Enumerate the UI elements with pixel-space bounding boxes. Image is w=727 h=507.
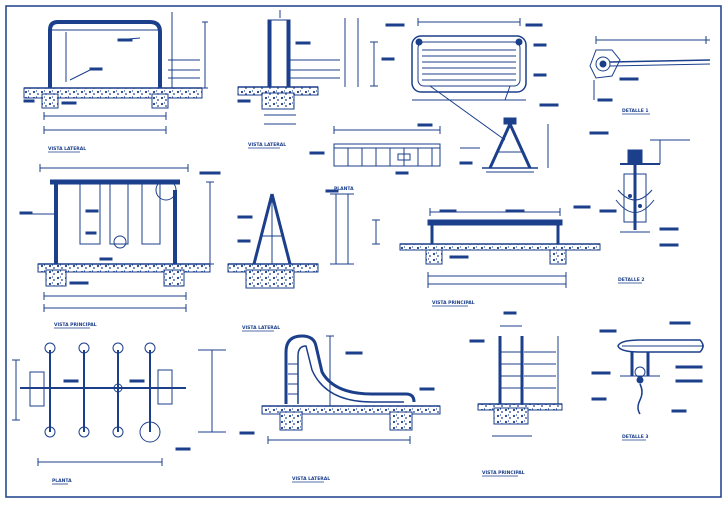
detail-3-view (591, 321, 704, 415)
detail-3-label: DETALLE 3 (622, 434, 649, 440)
detail-2-view (573, 131, 690, 247)
detail-1-view (589, 36, 711, 102)
a-frame-lateral-label: VISTA LATERAL (242, 325, 280, 331)
swing-set-front-view (19, 164, 221, 312)
swing-front-label: VISTA PRINCIPAL (54, 322, 97, 328)
swing-plan-view (12, 342, 226, 466)
frame-lateral-label: VISTA LATERAL (248, 142, 286, 148)
swing-lateral-label: VISTA LATERAL (48, 146, 86, 152)
slide-lateral-label: VISTA LATERAL (292, 476, 330, 482)
plan-bottom-label: PLANTA (52, 478, 72, 484)
beam-front-label: VISTA PRINCIPAL (432, 300, 475, 306)
plan-mid-label: PLANTA (334, 186, 354, 192)
frame-lateral-view (237, 10, 359, 125)
detail-2-label: DETALLE 2 (618, 277, 645, 283)
slide-lateral-view (239, 334, 441, 444)
sheet-border (5, 5, 722, 498)
detail-1-label: DETALLE 1 (622, 108, 649, 114)
fence-panel-view (309, 123, 441, 175)
bench-plan-view (370, 18, 547, 141)
ladder-front-view (469, 311, 563, 437)
a-frame-support-view (459, 103, 559, 173)
a-frame-lateral-view (227, 189, 354, 289)
swing-frame-lateral-view (23, 12, 208, 134)
ladder-front-label: VISTA PRINCIPAL (482, 470, 525, 476)
beam-front-view (372, 208, 601, 288)
